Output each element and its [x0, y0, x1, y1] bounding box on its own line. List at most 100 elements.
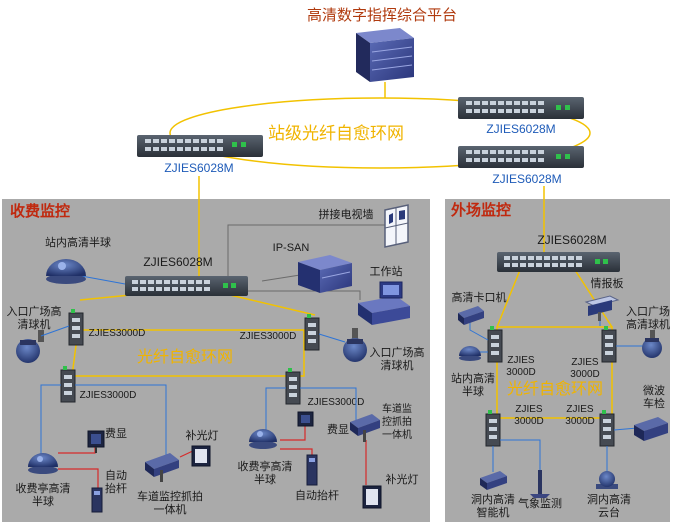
field-station-dome-label-2: 半球 [462, 384, 484, 398]
microwave-label-2: 车检 [643, 396, 665, 410]
toll-zone-title: 收费监控 [10, 202, 70, 220]
fee-display-left-icon [87, 430, 105, 453]
weather-label: 气象监测 [518, 496, 562, 510]
station-ring-label: 站级光纤自愈环网 [268, 124, 404, 143]
weather-monitor-icon [530, 470, 550, 498]
fill-light-right-icon [362, 485, 382, 509]
lane-capture-right-label-1: 车道监 [382, 402, 412, 415]
toll-switch-a-label: ZJIES3000D [89, 328, 146, 339]
field-switch-bottom-right-label-1: ZJIES [566, 404, 594, 415]
barrier-right-link [280, 448, 313, 455]
toll-switch-d-label: ZJIES3000D [308, 397, 365, 408]
station-dome-camera-icon [46, 259, 86, 284]
fill-light-right-label: 补光灯 [386, 472, 419, 486]
entrance-ball-camera-icon [642, 330, 662, 358]
barrier-right-icon [306, 454, 318, 486]
core-switch-right-top [458, 97, 584, 119]
booth-dome-left-icon [28, 453, 58, 474]
field-switch-right-label-1: ZJIES [571, 357, 599, 368]
field-switch [497, 252, 620, 272]
field-switch-label: ZJIES6028M [537, 233, 606, 247]
station-ring-line [169, 97, 591, 169]
toll-switch-c [60, 366, 76, 403]
entrance-ball-label-2: 高清球机 [626, 317, 670, 331]
toll-switch-label: ZJIES6028M [143, 255, 212, 269]
tunnel-camera-label-2: 智能机 [477, 505, 510, 519]
field-switch-bottom-right [599, 410, 615, 447]
lane-capture-left-label-2: 一体机 [154, 502, 187, 516]
barrier-left-label-1: 自动 [105, 469, 127, 482]
fee-display-right-link [280, 426, 306, 441]
field-station-dome-label-1: 站内高清 [451, 371, 495, 385]
core-switch-right-bottom [458, 146, 584, 168]
toll-ring-line [71, 329, 305, 377]
lane-capture-right-link [300, 387, 357, 420]
lane-capture-right-label-2: 控抓拍 [382, 415, 412, 428]
lane-capture-right-label-3: 一体机 [382, 428, 412, 441]
weather-link [500, 439, 541, 478]
plaza-ball-right-link [318, 333, 346, 343]
field-ring-uplink-b [574, 269, 613, 328]
toll-ring-label: 光纤自愈环网 [137, 348, 233, 366]
field-zone-title: 外场监控 [450, 201, 511, 219]
field-switch-right-label-2: 3000D [570, 369, 599, 380]
fill-light-left-label: 补光灯 [186, 428, 219, 442]
info-board-label: 情报板 [591, 276, 624, 290]
tunnel-ptz-camera-icon [596, 471, 618, 489]
toll-switch [125, 276, 248, 296]
fee-display-left-label: 费显 [105, 427, 127, 440]
tv-wall-label: 拼接电视墙 [319, 207, 374, 221]
barrier-left-icon [91, 487, 103, 513]
toll-switch-b-label: ZJIES3000D [240, 331, 297, 342]
field-ring-uplink-a [496, 269, 521, 328]
field-switch-right [601, 326, 617, 363]
field-switch-left-label-2: 3000D [506, 367, 535, 378]
field-switch-bottom-left [485, 410, 501, 447]
booth-dome-right-label-2: 半球 [254, 472, 276, 486]
plaza-ball-right-label-1: 入口广场高 [370, 345, 425, 359]
plaza-ball-left-label-2: 清球机 [18, 317, 51, 331]
microwave-label-1: 微波 [643, 383, 665, 397]
ipsan-storage-icon [298, 255, 352, 293]
platform-server-icon [356, 28, 414, 82]
field-switch-bottom-left-label-2: 3000D [514, 416, 543, 427]
barrier-right-label: 自动抬杆 [295, 488, 339, 502]
workstation-label: 工作站 [370, 264, 403, 278]
tv-wall-link [227, 224, 385, 276]
field-ring-label: 光纤自愈环网 [507, 380, 603, 398]
lane-capture-right-icon [350, 414, 380, 442]
tv-wall-icon [384, 204, 409, 248]
booth-dome-right-icon [249, 429, 277, 449]
ipsan-link [261, 274, 301, 282]
plaza-ball-left-label-1: 入口广场高 [7, 304, 62, 318]
lane-capture-left-icon [145, 453, 179, 482]
tunnel-ptz-label-1: 洞内高清 [587, 492, 631, 506]
field-switch-bottom-right-label-2: 3000D [565, 416, 594, 427]
toll-switch-a [68, 309, 84, 346]
fee-display-right-label: 费显 [327, 423, 349, 436]
booth-dome-left-label-2: 半球 [32, 494, 54, 508]
field-station-dome-icon [459, 346, 481, 361]
booth-dome-right-link [265, 387, 286, 440]
booth-dome-left-link [40, 384, 61, 460]
tunnel-camera-icon [480, 471, 507, 490]
barrier-left-label-2: 抬杆 [105, 481, 127, 495]
core-switch-right-bottom-label: ZJIES6028M [492, 172, 561, 186]
plaza-ball-camera-right-icon [343, 328, 367, 362]
workstation-icon [358, 281, 410, 325]
barrier-left-link [58, 468, 99, 488]
workstation-link [248, 290, 361, 300]
lane-capture-left-link [75, 384, 167, 460]
plaza-ball-left-link [40, 325, 70, 337]
station-dome-link [75, 274, 126, 285]
field-switch-left [487, 326, 503, 363]
plaza-ball-right-label-2: 清球机 [381, 358, 414, 372]
field-switch-left-label-1: ZJIES [507, 355, 535, 366]
bayonet-camera-link [469, 322, 489, 341]
core-switch-left-label: ZJIES6028M [164, 161, 233, 175]
toll-station-dome-label: 站内高清半球 [45, 235, 111, 249]
field-switch-bottom-left-label-1: ZJIES [515, 404, 543, 415]
fee-display-right-icon [297, 411, 314, 427]
microwave-detector-icon [634, 417, 668, 441]
